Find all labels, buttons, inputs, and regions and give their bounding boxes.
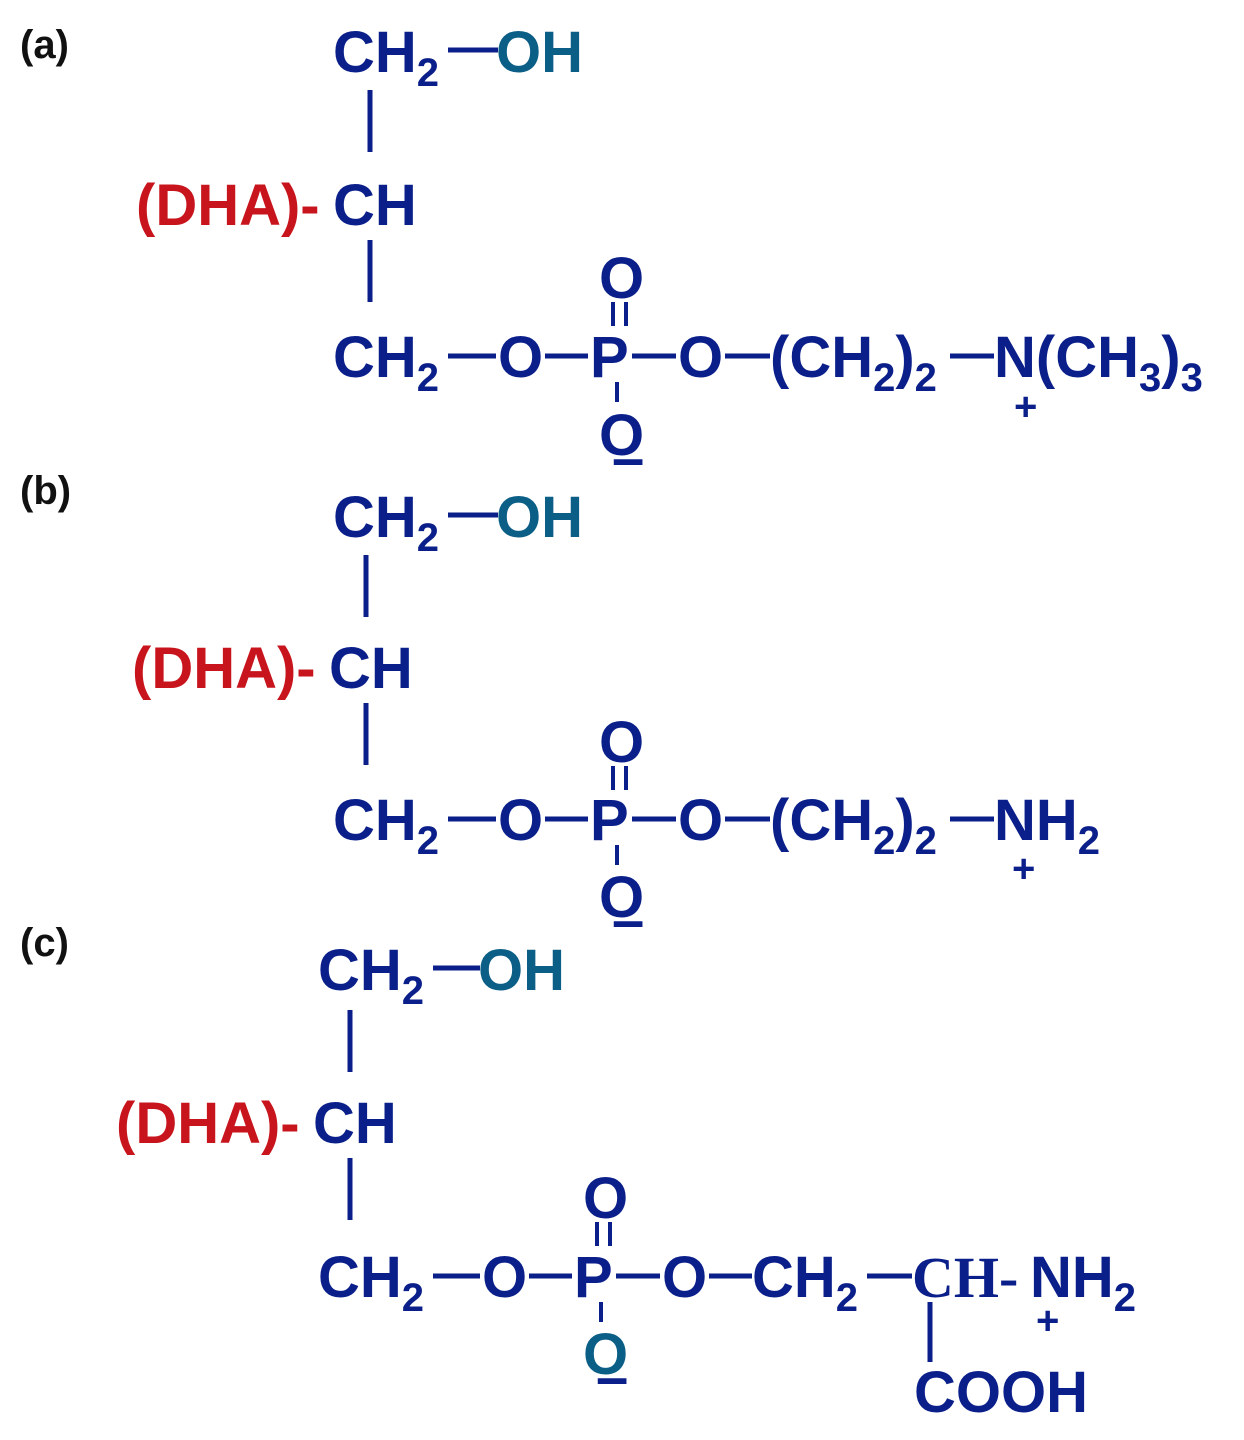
- panel-c-p: P: [574, 1245, 613, 1310]
- panel-c-minus: –: [596, 1345, 628, 1410]
- panel-b-p: P: [590, 788, 629, 853]
- panel-c: (c) CH2 OH (DHA)- CH CH2 O P O O O – CH2…: [20, 921, 1136, 1425]
- panel-c-ch-serine: CH-: [912, 1245, 1018, 1310]
- panel-b-ch2-group: (CH2)2: [770, 788, 937, 863]
- panel-b-dha: (DHA)-: [132, 636, 316, 701]
- panel-b-oh: OH: [496, 485, 583, 550]
- panel-b-o-double: O: [599, 710, 644, 775]
- panel-b-nh2: NH2: [994, 788, 1100, 863]
- panel-c-ch: CH: [313, 1091, 397, 1156]
- panel-c-ch2b: CH2: [752, 1245, 858, 1320]
- panel-a-o2: O: [678, 325, 723, 390]
- panel-c-bottom-ch2: CH2: [318, 1245, 424, 1320]
- panel-a-minus: –: [612, 426, 644, 491]
- panel-a-o-double: O: [599, 246, 644, 311]
- panel-c-plus: +: [1036, 1299, 1059, 1343]
- panel-c-o2: O: [662, 1245, 707, 1310]
- panel-b: (b) CH2 OH (DHA)- CH CH2 O P O O O – (CH…: [20, 469, 1100, 953]
- panel-b-minus: –: [612, 888, 644, 953]
- panel-b-o-minus: O: [599, 865, 644, 930]
- panel-a-o1: O: [498, 325, 543, 390]
- panel-b-plus: +: [1012, 847, 1035, 891]
- panel-c-dha: (DHA)-: [116, 1091, 300, 1156]
- panel-c-cooh: COOH: [914, 1360, 1088, 1425]
- panel-a: (a) CH2 OH (DHA)- CH CH2 O P O O O – (CH…: [20, 20, 1203, 491]
- panel-b-label: (b): [20, 469, 71, 513]
- panel-a-o-minus: O: [599, 403, 644, 468]
- panel-c-o1: O: [482, 1245, 527, 1310]
- panel-a-top-ch2: CH2: [333, 20, 439, 95]
- panel-a-plus: +: [1014, 385, 1037, 429]
- panel-b-o2: O: [678, 788, 723, 853]
- panel-a-label: (a): [20, 23, 69, 67]
- panel-c-oh: OH: [478, 938, 565, 1003]
- panel-b-o1: O: [498, 788, 543, 853]
- panel-a-ch2-group: (CH2)2: [770, 325, 937, 400]
- panel-c-o-double: O: [583, 1166, 628, 1231]
- panel-a-oh: OH: [496, 20, 583, 85]
- panel-a-dha: (DHA)-: [136, 173, 320, 238]
- panel-b-bottom-ch2: CH2: [333, 788, 439, 863]
- panel-b-ch: CH: [329, 636, 413, 701]
- panel-c-label: (c): [20, 921, 69, 965]
- panel-c-nh2: NH2: [1030, 1245, 1136, 1320]
- panel-c-o-minus: O: [583, 1322, 628, 1387]
- panel-b-top-ch2: CH2: [333, 485, 439, 560]
- panel-a-bottom-ch2: CH2: [333, 325, 439, 400]
- panel-c-top-ch2: CH2: [318, 938, 424, 1013]
- panel-a-p: P: [590, 325, 629, 390]
- panel-a-ch: CH: [333, 173, 417, 238]
- panel-a-n-group: N(CH3)3: [994, 325, 1203, 400]
